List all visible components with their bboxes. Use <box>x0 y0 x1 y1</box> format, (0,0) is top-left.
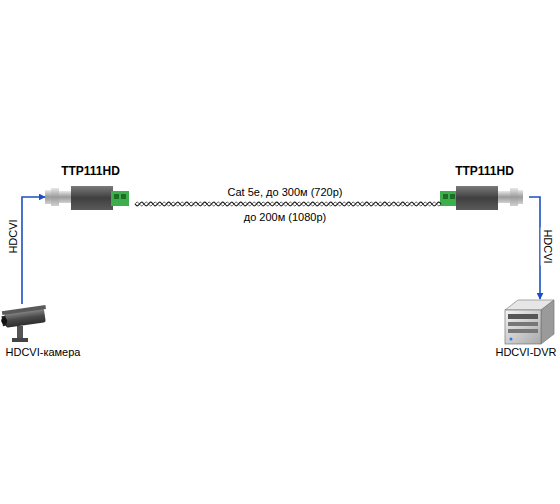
balun-node: TTP111HD <box>45 164 136 212</box>
signal-arrow <box>22 197 45 304</box>
cable-note: до 200м (1080p) <box>242 211 328 224</box>
dvr-node: HDCVI-DVR <box>486 296 560 359</box>
camera-node: HDCVI-камера <box>0 296 86 359</box>
cable-strand <box>135 202 441 206</box>
signal-label: HDCVI <box>540 227 553 265</box>
camera-picture <box>0 305 48 342</box>
balun-picture <box>440 186 523 210</box>
balun-picture <box>45 186 129 210</box>
twisted-pair-cable <box>135 202 441 206</box>
node-label: TTP111HD <box>45 164 136 178</box>
node-label: TTP111HD <box>440 164 529 178</box>
signal-arrow <box>529 197 540 299</box>
signal-label: HDCVI <box>7 217 20 255</box>
node-label: HDCVI-камера <box>0 346 86 359</box>
signal-arrow <box>22 197 45 304</box>
dvr-picture <box>505 300 554 344</box>
balun-node: TTP111HD <box>440 164 529 212</box>
cable-strand <box>135 202 441 206</box>
node-label: HDCVI-DVR <box>486 346 560 359</box>
signal-arrow <box>529 197 540 299</box>
cable-label: Cat 5e, до 300м (720p) <box>226 186 345 199</box>
